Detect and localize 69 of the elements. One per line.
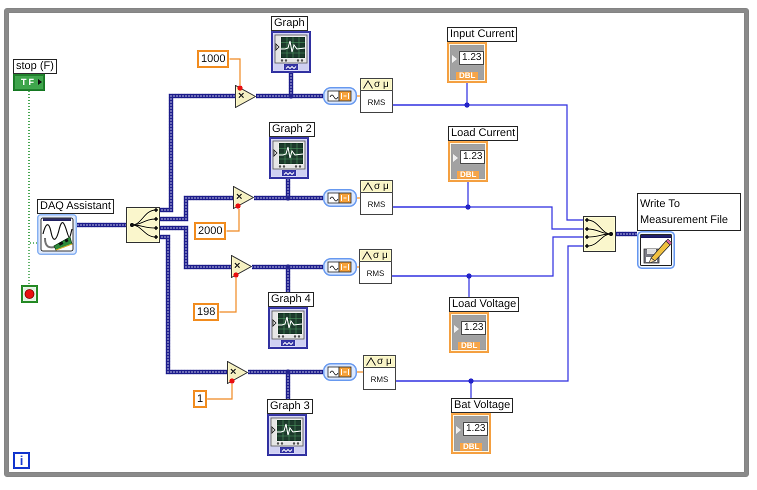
node-label: Load Current [448, 126, 518, 141]
iteration-terminal: i [13, 452, 30, 469]
numeric-constant: 2000 [194, 222, 226, 240]
data-type-label: DBL [460, 443, 482, 451]
function-name: RMS [368, 98, 386, 107]
wire [393, 104, 583, 221]
data-type-label: DBL [458, 342, 480, 350]
wire [252, 264, 288, 270]
data-type-label: DBL [456, 72, 478, 80]
wire [229, 58, 241, 85]
numeric-display: 1.23 [460, 150, 486, 164]
numeric-display: 1.23 [461, 321, 486, 335]
wire [207, 384, 233, 400]
wire [254, 196, 288, 200]
rms-function-box [360, 180, 393, 215]
numeric-display: 1.23 [459, 51, 484, 65]
wire [393, 206, 583, 230]
wire [286, 372, 290, 399]
numeric-display: 1.23 [463, 422, 488, 436]
rms-function-box [360, 78, 393, 113]
wire [286, 267, 290, 292]
node-label: Graph 4 [268, 292, 314, 307]
multiply-sign: × [236, 191, 242, 203]
wire [160, 234, 227, 374]
boolean-control-terminal: TF [13, 74, 45, 91]
numeric-constant: 198 [193, 303, 220, 321]
node-label: Graph 3 [267, 399, 313, 414]
numeric-constant: 1000 [197, 50, 230, 68]
wire [28, 91, 37, 244]
statistics-symbols: σ μ [377, 356, 392, 367]
node-label: Bat Voltage [451, 398, 514, 413]
wire [77, 222, 126, 228]
wire [160, 226, 231, 270]
wire [288, 196, 323, 200]
wire [219, 278, 237, 313]
rms-function-box [363, 355, 396, 390]
function-name: RMS [366, 269, 384, 278]
while-loop-frame [4, 8, 749, 477]
node-label: Load Voltage [449, 297, 520, 312]
wire [392, 236, 583, 277]
numeric-constant: 1 [193, 390, 208, 408]
rms-function-box [359, 249, 392, 284]
wire [288, 370, 323, 374]
function-name: RMS [368, 200, 386, 209]
multiply-sign: × [234, 260, 240, 272]
statistics-symbols: σ μ [373, 250, 388, 261]
function-name: RMS [370, 375, 388, 384]
node-label: Graph 2 [269, 122, 315, 137]
statistics-symbols: σ μ [374, 181, 389, 192]
node-label: DAQ Assistant [37, 199, 114, 214]
node-label: stop (F) [13, 59, 57, 74]
wire [160, 94, 235, 212]
wire [160, 196, 233, 222]
node-label: Graph [271, 16, 308, 31]
statistics-symbols: σ μ [374, 79, 389, 90]
wire [226, 209, 240, 232]
multiply-sign: × [238, 90, 244, 102]
wire [616, 232, 637, 236]
data-type-label: DBL [457, 171, 480, 179]
wire [396, 245, 583, 382]
wire [288, 264, 323, 270]
node-label: Input Current [447, 27, 518, 42]
node-label: Write To Measurement File [637, 193, 741, 231]
wire [248, 370, 288, 374]
wire [291, 94, 323, 98]
wire [256, 94, 291, 98]
multiply-sign: × [230, 366, 236, 378]
wire [286, 179, 290, 198]
wire [288, 73, 294, 96]
